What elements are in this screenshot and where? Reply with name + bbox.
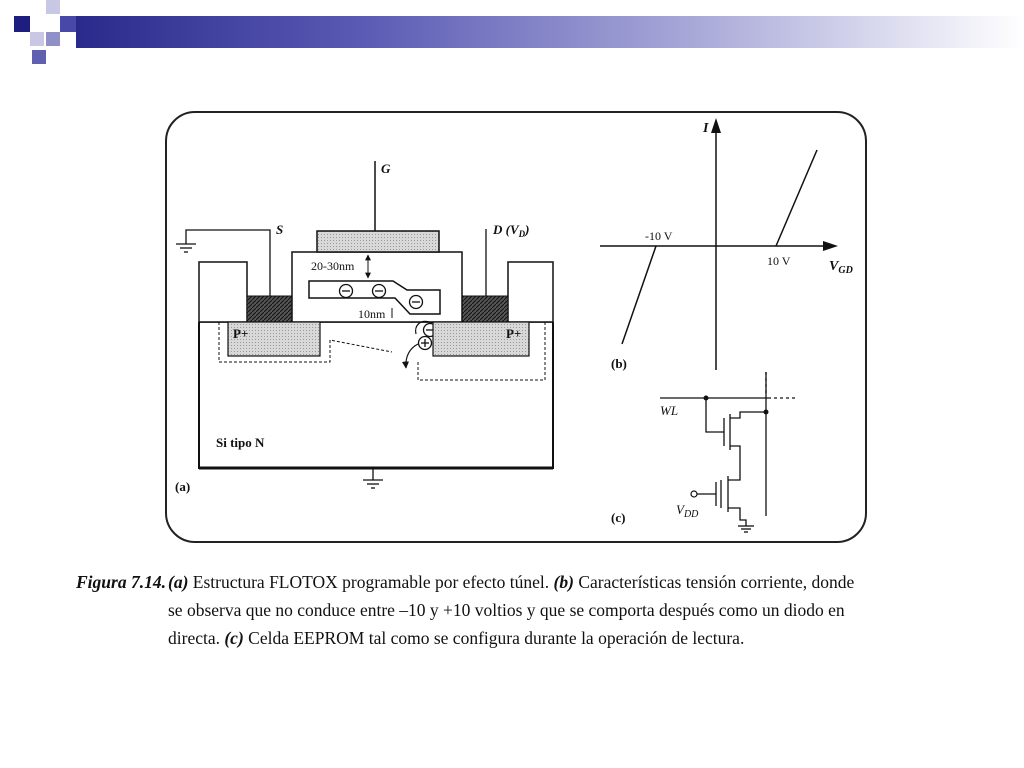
panel-b-label: (b) — [611, 356, 627, 371]
source-ground-symbol — [176, 243, 196, 253]
p-well-right-label: P+ — [506, 326, 521, 341]
iv-curve-negative — [621, 245, 657, 345]
x-axis-label: VGD — [829, 259, 853, 276]
p-well-left — [227, 321, 321, 357]
caption-tag-a: (a) — [168, 572, 189, 592]
caption-text-b: Características tensión corriente, donde — [573, 572, 855, 592]
iv-curve-positive — [775, 149, 818, 247]
header-gradient-bar — [76, 16, 1024, 48]
figure-number: Figura 7.14. — [76, 572, 166, 592]
figure-caption: Figura 7.14.(a) Estructura FLOTOX progra… — [76, 568, 966, 652]
hole-charge — [417, 335, 433, 351]
vdd-terminal — [690, 490, 698, 498]
field-oxide-right — [507, 261, 554, 323]
header-square — [46, 0, 60, 14]
field-oxide-left — [198, 261, 248, 323]
storage-drain-wire — [728, 466, 741, 481]
drain-contact — [461, 295, 509, 323]
substrate-ground-symbol — [363, 479, 383, 489]
select-drain-wire — [730, 411, 766, 419]
bitline-junction — [763, 409, 769, 415]
p-well-left-label: P+ — [233, 326, 248, 341]
substrate-label: Si tipo N — [216, 435, 265, 450]
oxide-thickness-label: 20-30nm — [311, 259, 355, 273]
caption-text-directa: directa. — [168, 628, 225, 648]
wordline-junction — [703, 395, 709, 401]
wordline-label: WL — [660, 403, 678, 418]
slide-header-decoration — [0, 0, 1024, 66]
caption-line-1: Figura 7.14.(a) Estructura FLOTOX progra… — [76, 568, 966, 596]
hole-arrow — [401, 343, 419, 369]
gate-label: G — [381, 161, 391, 176]
header-square — [60, 16, 76, 32]
caption-text-a: Estructura FLOTOX programable por efecto… — [188, 572, 554, 592]
supply-label: VDD — [676, 502, 699, 520]
pos-threshold-label: 10 V — [767, 254, 791, 268]
caption-line-3: directa. (c) Celda EEPROM tal como se co… — [76, 624, 966, 652]
caption-text-c: Celda EEPROM tal como se configura duran… — [243, 628, 745, 648]
panel-a-label: (a) — [175, 479, 190, 494]
panel-a-flotox-structure: G S D (VD) 20-30nm 10nm P+ P+ Si tipo N … — [175, 161, 554, 494]
tunnel-thickness-label: 10nm — [358, 307, 386, 321]
p-well-right — [432, 321, 530, 357]
drain-label: D (VD) — [492, 222, 529, 239]
control-gate — [316, 230, 440, 253]
figure-frame — [165, 111, 867, 543]
header-square — [14, 16, 30, 32]
depletion-right — [417, 322, 546, 381]
depletion-left — [218, 322, 393, 363]
header-square — [32, 50, 46, 64]
y-axis-arrowhead — [711, 118, 721, 133]
neg-threshold-label: -10 V — [645, 229, 673, 243]
x-axis-arrowhead — [823, 241, 838, 251]
panel-b-iv-characteristic: I -10 V 10 V VGD (b) — [600, 118, 853, 371]
storage-source-wire — [728, 507, 747, 526]
panel-c-label: (c) — [611, 510, 625, 525]
caption-line-2: se observa que no conduce entre –10 y +1… — [168, 600, 845, 620]
y-axis-label: I — [702, 121, 709, 136]
source-wire — [185, 229, 271, 296]
header-square — [46, 32, 60, 46]
select-source-wire — [730, 445, 741, 466]
caption-tag-b: (b) — [553, 572, 574, 592]
select-gate-wire — [705, 398, 724, 433]
caption-tag-c: (c) — [224, 628, 244, 648]
tunnel-arrow — [415, 320, 433, 335]
source-contact — [246, 295, 293, 323]
header-square — [30, 32, 44, 46]
panel-c-eeprom-cell — [660, 372, 796, 533]
source-label: S — [276, 222, 283, 237]
